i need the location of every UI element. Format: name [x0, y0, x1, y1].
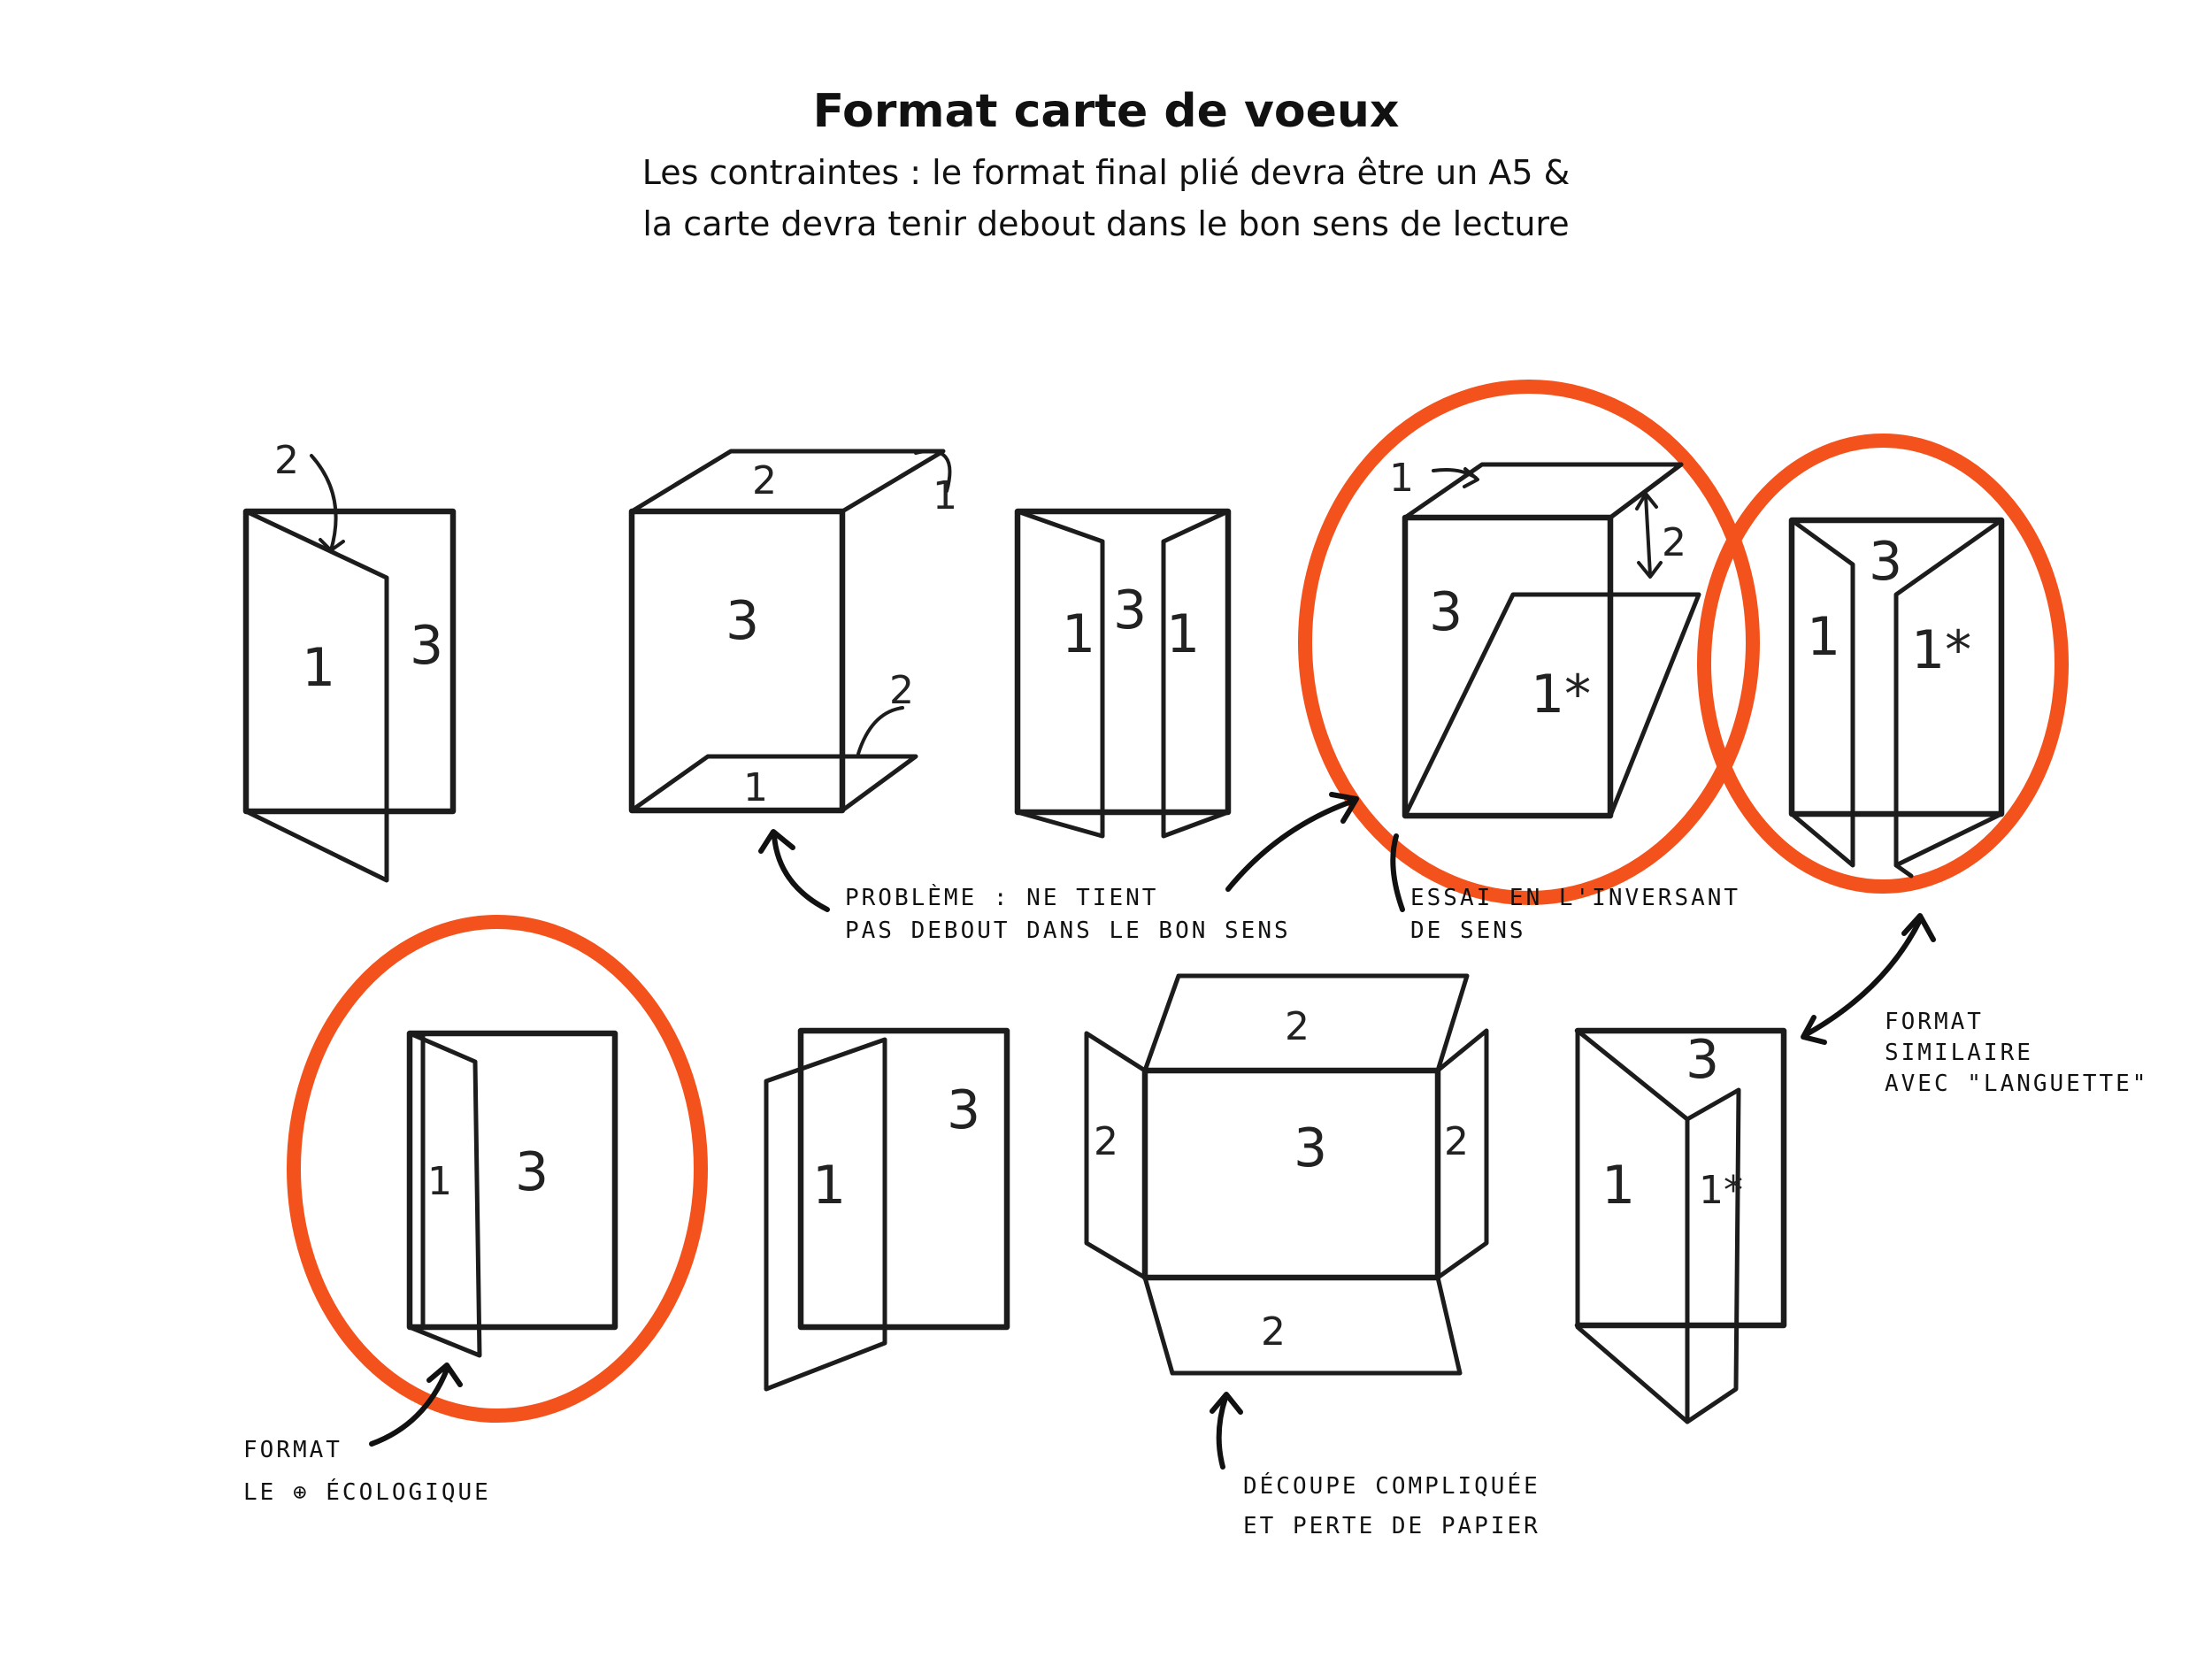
sketch-9-card: 3 1 1*	[1574, 1027, 1787, 1424]
sketch-5-highlight-circle	[1697, 434, 2069, 894]
annotation-probleme-line1: PROBLÈME : NE TIENT	[845, 883, 1158, 911]
sketch-1-panel-1: 1	[302, 637, 335, 699]
annotation-eco: FORMAT LE ⊕ ÉCOLOGIQUE	[243, 1437, 491, 1506]
sketch-4-panel-2-label: 2	[1662, 520, 1686, 565]
annotation-decoupe-line1: DÉCOUPE COMPLIQUÉE	[1243, 1471, 1540, 1500]
annotation-decoupe: DÉCOUPE COMPLIQUÉE ET PERTE DE PAPIER	[1243, 1471, 1540, 1539]
sketch-8-panel-2-left: 2	[1094, 1119, 1118, 1164]
sketch-9-panel-3: 3	[1686, 1029, 1719, 1091]
sketch-7-panel-1: 1	[812, 1155, 846, 1217]
sketch-2-panel-1-bottom: 1	[743, 765, 768, 810]
sketch-3-card: 1 3 1	[1014, 508, 1232, 839]
annotation-essai-line2: DE SENS	[1410, 917, 1526, 944]
sketch-6-panel-3: 3	[515, 1141, 549, 1203]
sketch-8-panel-2-right: 2	[1444, 1119, 1469, 1164]
arrow-decoupe-to-sketch-8	[1216, 1395, 1228, 1470]
sketch-8-panel-3: 3	[1294, 1117, 1327, 1179]
sketch-1-panel-2: 2	[274, 438, 299, 483]
sketch-9-panel-1: 1	[1601, 1155, 1635, 1217]
sketch-8-card: 2 2 3 2 2	[1084, 973, 1489, 1376]
annotation-similaire-line3: AVEC "LANGUETTE"	[1885, 1071, 2148, 1097]
sketch-4-card: 1 3 2 1*	[1298, 380, 1760, 905]
sketch-2-panel-2-bottom: 2	[889, 668, 914, 713]
annotation-probleme: PROBLÈME : NE TIENT PAS DEBOUT DANS LE B…	[845, 883, 1291, 944]
sketch-3-panel-1-right: 1	[1166, 603, 1200, 665]
sketch-4-highlight-circle	[1298, 380, 1760, 905]
page-subtitle-line1: Les contraintes : le format final plié d…	[642, 153, 1571, 192]
sketch-6-card: 1 3	[287, 915, 708, 1423]
annotation-similaire-line1: FORMAT	[1885, 1009, 1984, 1035]
sketch-2-card: 2 1 3 2 1	[628, 449, 957, 814]
sketch-6-panel-1: 1	[427, 1159, 452, 1204]
sketch-8-panel-2-top: 2	[1285, 1004, 1310, 1049]
sketch-7-panel-3: 3	[947, 1079, 980, 1141]
sketch-4-panel-1-label: 1	[1389, 456, 1414, 501]
sketch-5-panel-3: 3	[1869, 531, 1902, 593]
sketch-6-highlight-circle	[287, 915, 708, 1423]
arrow-probleme-to-sketch-2	[772, 833, 830, 912]
sketch-7-card: 1 3	[764, 1027, 1010, 1392]
sketch-2-panel-1-label: 1	[933, 473, 957, 518]
sketch-5-card: 3 1 1*	[1697, 434, 2069, 894]
arrow-probleme-to-sketch-4	[1225, 798, 1356, 892]
arrows	[369, 792, 1936, 1470]
sketch-2-panel-3: 3	[726, 590, 759, 652]
sketch-3-panel-3: 3	[1113, 580, 1147, 641]
arrow-double-5-9	[1802, 917, 1923, 1038]
sketch-5-panel-1: 1	[1807, 606, 1840, 668]
sketch-3-panel-1-left: 1	[1062, 603, 1095, 665]
annotation-decoupe-line2: ET PERTE DE PAPIER	[1243, 1513, 1540, 1539]
sketch-1-panel-3: 3	[410, 615, 443, 677]
sketch-2-panel-2-top: 2	[752, 458, 777, 503]
arrow-essai-to-sketch-4	[1390, 833, 1405, 912]
sketch-8-panel-2-bottom: 2	[1261, 1309, 1286, 1355]
annotation-similaire-line2: SIMILAIRE	[1885, 1040, 2033, 1066]
annotation-essai: ESSAI EN L'INVERSANT DE SENS	[1410, 885, 1740, 944]
sketch-9-panel-1-star: 1*	[1699, 1168, 1743, 1213]
page-subtitle-line2: la carte devra tenir debout dans le bon …	[642, 204, 1569, 243]
annotation-eco-line2: LE ⊕ ÉCOLOGIQUE	[243, 1478, 491, 1506]
sketch-4-panel-3: 3	[1429, 581, 1463, 643]
annotation-similaire: FORMAT SIMILAIRE AVEC "LANGUETTE"	[1885, 1009, 2148, 1097]
sketch-4-panel-1-star: 1*	[1531, 664, 1591, 725]
arrow-eco-to-sketch-6	[369, 1367, 449, 1447]
annotation-eco-line1: FORMAT	[243, 1437, 342, 1463]
annotation-probleme-line2: PAS DEBOUT DANS LE BON SENS	[845, 917, 1291, 944]
annotation-essai-line1: ESSAI EN L'INVERSANT	[1410, 885, 1740, 911]
sketch-1-card: 1 3 2	[242, 438, 457, 883]
sketch-5-panel-1-star: 1*	[1911, 619, 1971, 681]
page-title: Format carte de voeux	[813, 85, 1400, 138]
